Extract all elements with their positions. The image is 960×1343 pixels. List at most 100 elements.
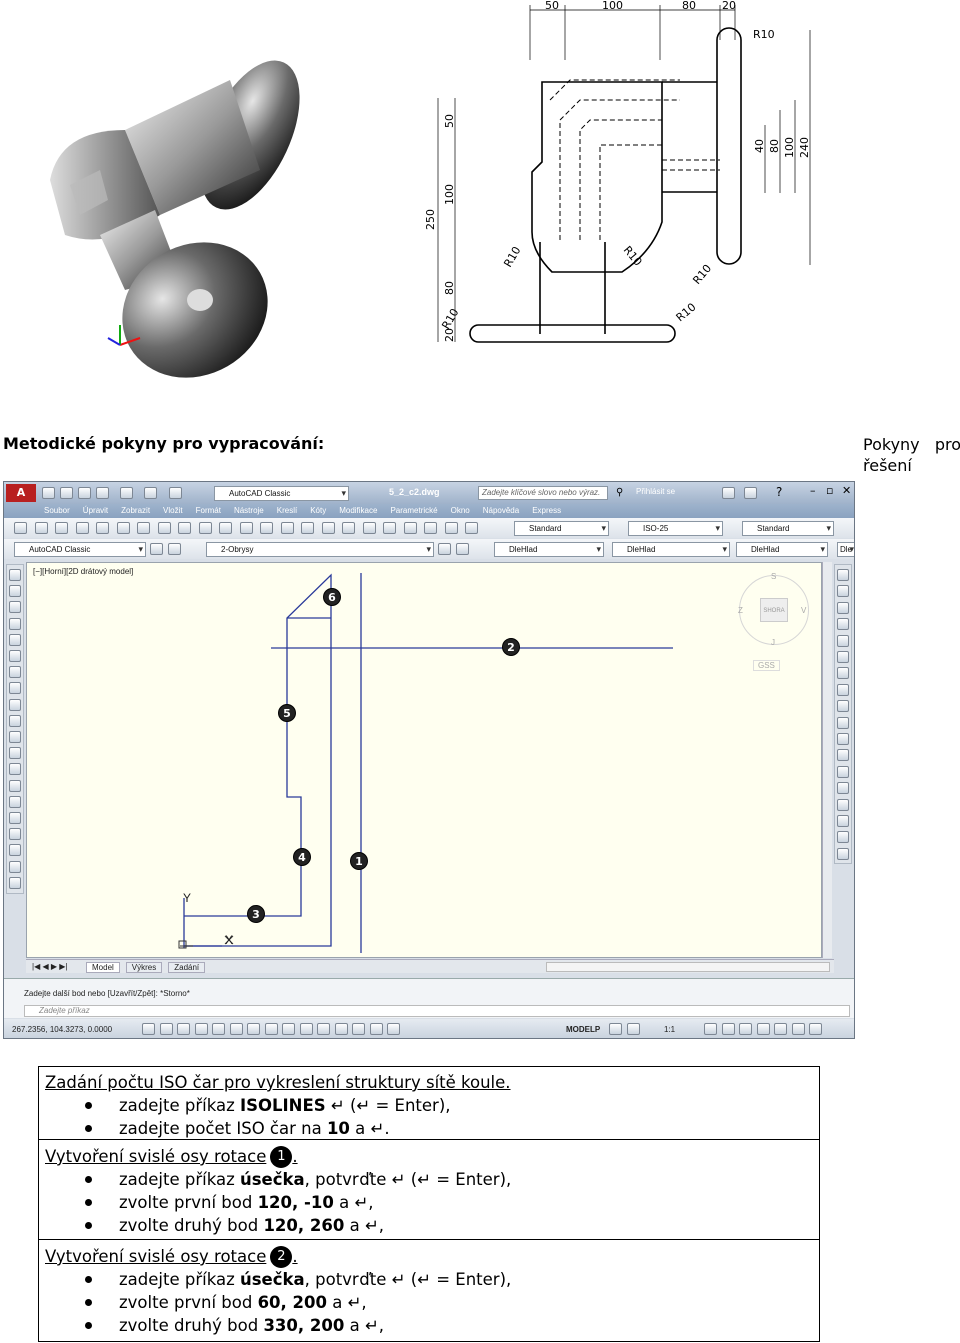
menu-item[interactable]: Express [532,506,562,515]
menu-item[interactable]: Kreslí [276,506,298,515]
break-at-point-icon[interactable] [837,749,849,762]
sc-toggle-icon[interactable] [369,1023,383,1035]
plot-icon[interactable] [120,487,133,499]
zoom-window-icon[interactable] [301,522,314,534]
osnap-toggle-icon[interactable] [229,1023,243,1035]
erase-icon[interactable] [837,569,849,581]
menu-item[interactable]: Okno [450,506,470,515]
workspace-switching-icon[interactable] [739,1023,752,1035]
multiline-text-icon[interactable] [9,860,21,873]
text-style-combo[interactable]: Standard [514,521,609,536]
zoom-previous-icon[interactable] [321,522,335,534]
layout-tab[interactable]: Model [86,962,120,973]
preview-icon[interactable] [96,522,109,534]
break-icon[interactable] [837,765,849,778]
array-icon[interactable] [837,634,849,647]
chamfer-icon[interactable] [837,798,849,811]
command-input[interactable]: Zadejte příkaz [24,1005,850,1017]
restore-icon[interactable]: ▫ [826,484,834,497]
infer-toggle-icon[interactable] [142,1023,155,1035]
circle-icon[interactable] [9,666,21,679]
hatch-icon[interactable] [9,795,21,808]
dim-style-combo[interactable]: ISO-25 [628,521,723,536]
spline-icon[interactable] [9,698,21,711]
table-style-combo[interactable]: Standard [742,521,834,536]
publish-icon[interactable] [116,522,130,534]
gradient-icon[interactable] [9,812,21,824]
lwt-toggle-icon[interactable] [317,1023,330,1035]
save-icon[interactable] [78,487,91,499]
menu-item[interactable]: Soubor [44,506,70,515]
menu-item[interactable]: Nápověda [482,506,520,515]
pan-icon[interactable] [260,522,273,534]
workspace-combo[interactable]: AutoCAD Classic [214,486,349,501]
snap-toggle-icon[interactable] [159,1023,173,1035]
viewcube-south[interactable]: J [771,638,775,647]
polar-toggle-icon[interactable] [212,1023,225,1035]
ucs-menu[interactable]: GSS [753,660,780,671]
viewcube-west[interactable]: Z [738,606,743,615]
grid-toggle-icon[interactable] [177,1023,190,1035]
layout-tab[interactable]: Zadání [168,962,206,973]
tpy-toggle-icon[interactable] [334,1023,348,1035]
plot-icon[interactable] [75,522,89,534]
ortho-toggle-icon[interactable] [194,1023,208,1035]
extend-icon[interactable] [837,733,849,745]
autocad-logo-icon[interactable]: A [6,484,36,502]
redo-icon[interactable] [239,522,253,534]
arc-icon[interactable] [9,650,21,662]
save-icon[interactable] [55,522,68,534]
saveas-icon[interactable] [96,487,109,499]
menu-item[interactable]: Parametrické [390,506,438,515]
stretch-icon[interactable] [837,700,849,713]
fillet-icon[interactable] [837,815,849,827]
hardware-accel-icon[interactable] [791,1023,805,1035]
tool-palettes-icon[interactable] [383,522,396,534]
undo-icon[interactable] [144,487,157,499]
paste-icon[interactable] [178,522,191,534]
viewcube[interactable]: S Z V J SHORA [738,572,809,647]
mirror-icon[interactable] [837,601,849,614]
dyn-toggle-icon[interactable] [299,1023,313,1035]
calculator-icon[interactable] [444,522,458,534]
isolate-objects-icon[interactable] [774,1023,787,1035]
lock-ui-icon[interactable] [756,1023,770,1035]
search-input[interactable]: Zadejte klíčové slovo nebo výraz. [478,486,608,500]
scale-icon[interactable] [837,683,849,696]
tab-nav-icons[interactable]: |◀ ◀ ▶ ▶| [32,962,68,971]
markup-icon[interactable] [424,522,437,534]
make-current-icon[interactable] [438,543,451,555]
undo-icon[interactable] [219,522,232,534]
close-icon[interactable]: ✕ [842,484,852,497]
open-icon[interactable] [60,487,73,499]
sheetset-icon[interactable] [403,522,417,534]
make-block-icon[interactable] [9,763,21,776]
quick-view-layouts-icon[interactable] [609,1023,622,1035]
annotation-visibility-icon[interactable] [704,1023,717,1035]
layout-tab[interactable]: Výkres [125,962,163,973]
qnew-icon[interactable] [14,522,27,534]
construction-line-icon[interactable] [9,585,21,598]
rectangle-icon[interactable] [9,633,21,646]
layer-combo[interactable]: 2-Obrysy [206,542,434,557]
quick-view-drawings-icon[interactable] [626,1023,640,1035]
menu-item[interactable]: Modifikace [339,506,378,515]
viewcube-east[interactable]: V [801,606,807,615]
design-center-icon[interactable] [362,522,376,534]
viewcube-face[interactable]: SHORA [760,598,788,622]
qp-toggle-icon[interactable] [352,1023,365,1035]
join-icon[interactable] [837,782,849,795]
lineweight-combo[interactable]: DleHlad [736,542,828,557]
rotate-icon[interactable] [837,667,849,680]
properties-icon[interactable] [342,522,355,534]
table-icon[interactable] [9,844,21,857]
drawing-viewport[interactable]: [−][Horní][2D drátový model] Y X 1 2 3 4… [26,562,822,958]
trim-icon[interactable] [837,716,849,729]
minimize-icon[interactable]: – [810,484,816,497]
ducs-toggle-icon[interactable] [282,1023,295,1035]
workspace-combo-2[interactable]: AutoCAD Classic [14,542,146,557]
redo-icon[interactable] [169,487,182,499]
plotstyle-combo[interactable]: Dle [837,542,854,557]
am-toggle-icon[interactable] [387,1023,400,1035]
offset-icon[interactable] [837,618,849,631]
